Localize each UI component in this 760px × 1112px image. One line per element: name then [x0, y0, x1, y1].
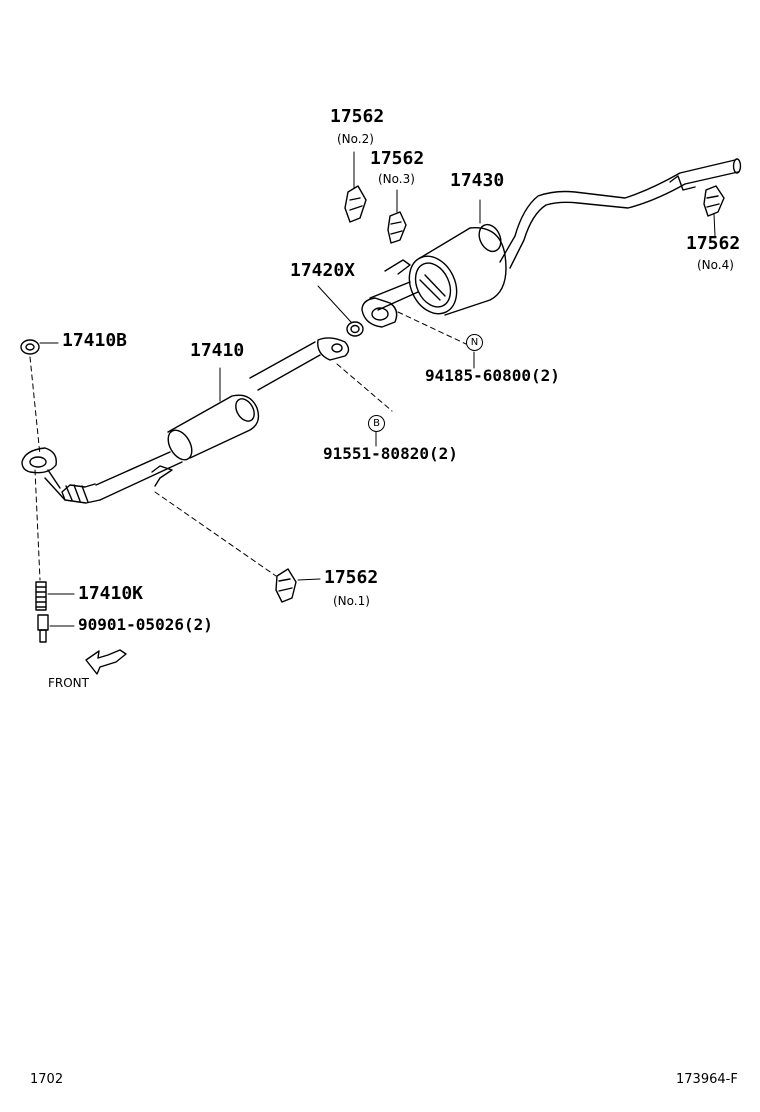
- leader-lines: [39, 151, 716, 627]
- label-no2: (No.2): [337, 132, 374, 146]
- label-17420x: 17420X: [290, 260, 356, 281]
- label-17562-no2: 17562: [330, 106, 385, 127]
- rear-flange: [361, 297, 398, 328]
- marker-b: B: [368, 415, 385, 432]
- hanger-no1: [275, 568, 297, 603]
- label-17410k: 17410K: [78, 583, 144, 604]
- label-94185: 94185-60800(2): [425, 366, 560, 385]
- hanger-no2: [344, 185, 367, 223]
- guide-lines: [29, 311, 467, 581]
- label-17562-no4: 17562: [686, 233, 741, 254]
- bolt-90901: [37, 614, 49, 643]
- label-90901: 90901-05026(2): [78, 615, 213, 634]
- front-pipe: [21, 337, 350, 504]
- footer-left: 1702: [30, 1072, 64, 1087]
- label-91551: 91551-80820(2): [323, 444, 458, 463]
- front-arrow-icon: [85, 649, 127, 675]
- label-front: FRONT: [48, 676, 89, 690]
- gasket-17410b: [20, 339, 40, 355]
- label-17410: 17410: [190, 340, 245, 361]
- label-17562-no1: 17562: [324, 567, 379, 588]
- tail-pipe: [499, 158, 742, 269]
- rear-muffler: [369, 223, 507, 316]
- label-no1: (No.1): [333, 594, 370, 608]
- hanger-no3: [387, 211, 407, 244]
- footer-right: 173964-F: [676, 1072, 738, 1087]
- spring-17410k: [35, 581, 47, 611]
- label-17562-no3: 17562: [370, 148, 425, 169]
- label-17410b: 17410B: [62, 330, 128, 351]
- label-no3: (No.3): [378, 172, 415, 186]
- hanger-no4: [703, 185, 725, 217]
- marker-n: N: [466, 334, 483, 351]
- label-no4: (No.4): [697, 258, 734, 272]
- label-17430: 17430: [450, 170, 505, 191]
- gasket-17420x: [346, 321, 364, 337]
